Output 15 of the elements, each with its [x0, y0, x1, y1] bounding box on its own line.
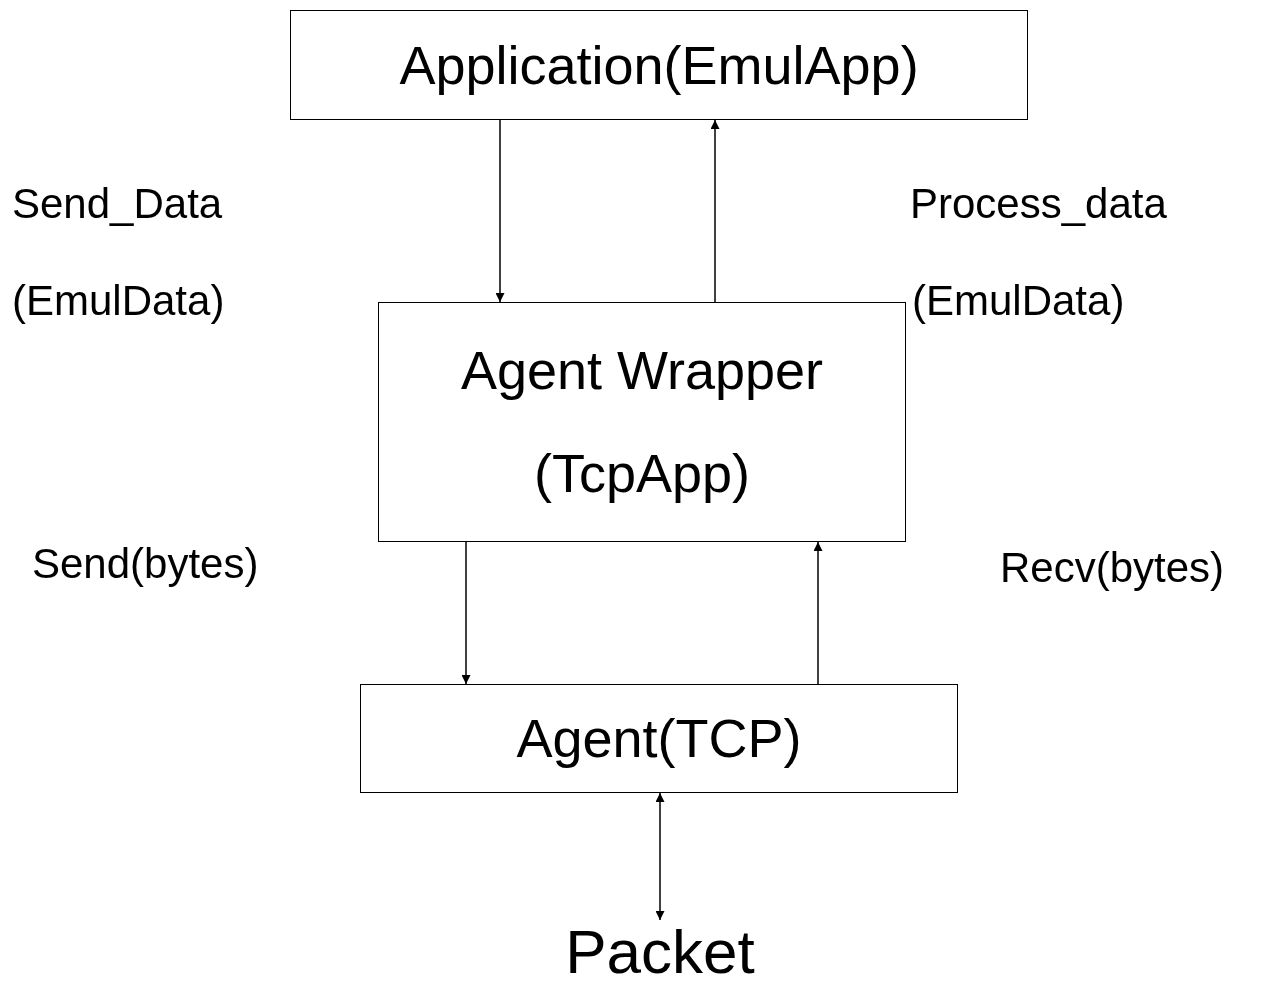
node-label: Packet — [540, 920, 780, 984]
process-box: Agent(TCP) — [360, 684, 958, 793]
method-label: Process_data — [910, 179, 1167, 229]
process-box: Application(EmulApp) — [290, 10, 1028, 120]
arrow — [655, 792, 665, 921]
method-label: (EmulData) — [12, 276, 225, 326]
method-label: Recv(bytes) — [1000, 543, 1225, 593]
method-label: Send(bytes) — [32, 539, 259, 589]
arrow — [813, 541, 823, 685]
method-label: (EmulData) — [912, 276, 1125, 326]
method-label: Send_Data — [12, 179, 223, 229]
process-box: Agent Wrapper (TcpApp) — [378, 302, 906, 542]
arrow — [461, 541, 471, 685]
arrow — [710, 119, 720, 303]
arrow — [495, 119, 505, 303]
